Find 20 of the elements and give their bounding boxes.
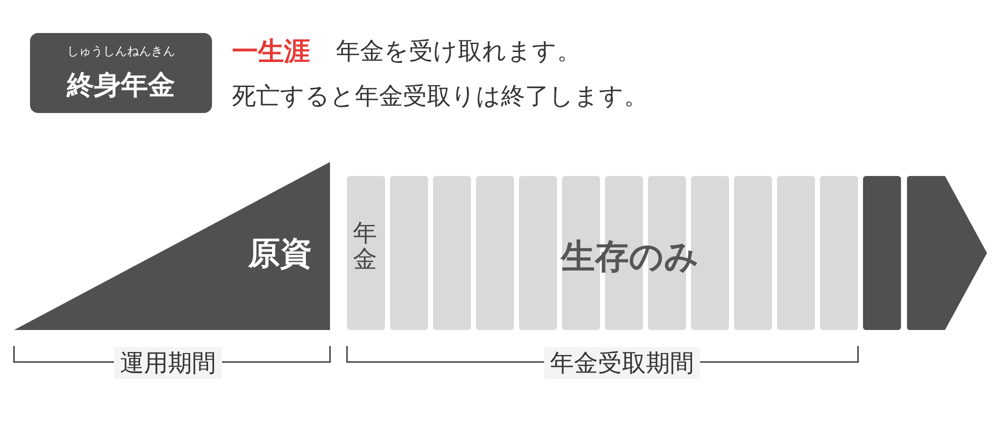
bar — [390, 176, 428, 330]
badge-title: 終身年金 — [65, 69, 176, 103]
bar — [476, 176, 514, 330]
description-text: 年金を受け取れます。 — [336, 36, 581, 67]
bar — [777, 176, 815, 330]
bar — [734, 176, 772, 330]
highlight-text: 一生涯 — [232, 36, 310, 69]
triangle-label: 原資 — [248, 233, 312, 274]
overlay-label: 生存のみ — [561, 236, 699, 279]
ruby-text: しゅうしんねんきん — [66, 43, 176, 60]
bar — [347, 176, 385, 330]
period-label: 運用期間 — [114, 347, 222, 379]
bar — [863, 176, 901, 330]
bar-label: 年金 — [353, 220, 377, 273]
period-label: 年金受取期間 — [544, 347, 700, 379]
description-text: 死亡すると年金受取りは終了します。 — [232, 81, 648, 112]
bar — [433, 176, 471, 330]
label-badge — [30, 33, 212, 113]
bar — [519, 176, 557, 330]
bar — [820, 176, 858, 330]
